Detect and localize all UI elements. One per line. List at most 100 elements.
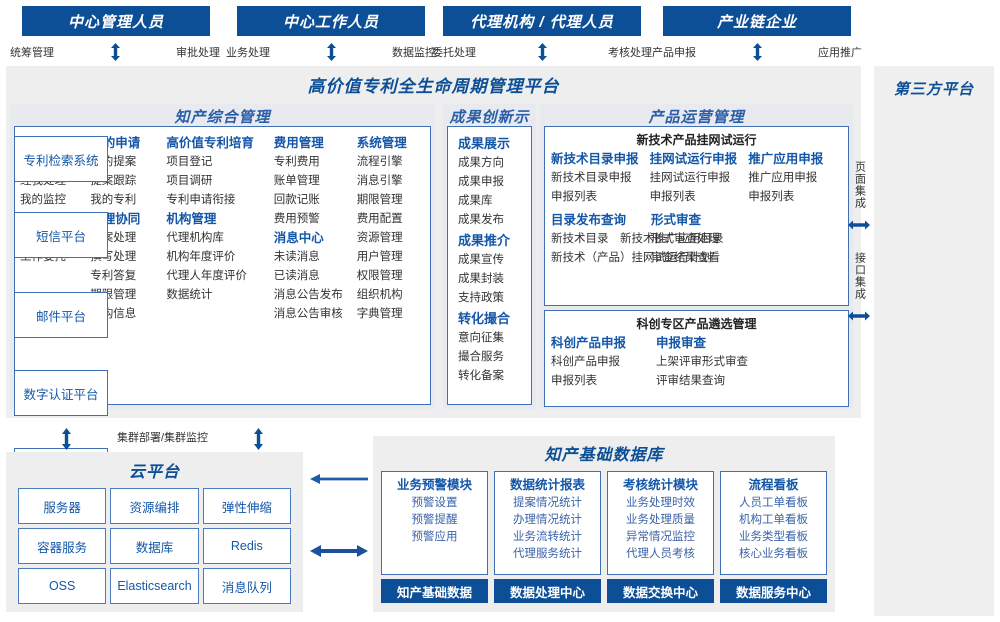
col-item[interactable]: 转化备案 — [458, 370, 504, 382]
col-item[interactable]: 费用配置 — [356, 213, 403, 225]
col-item[interactable]: 推广应用申报 — [748, 172, 818, 184]
db-footer-processing-center[interactable]: 数据处理中心 — [494, 579, 601, 603]
col-item[interactable]: 撮合服务 — [458, 351, 504, 363]
col-item[interactable]: 消息公告发布 — [273, 289, 343, 301]
cloud-cell-message-queue[interactable]: 消息队列 — [202, 568, 291, 604]
col-item[interactable]: 意向征集 — [458, 332, 504, 344]
role-header-1[interactable]: 中心工作人员 — [237, 6, 425, 36]
db-footer-exchange-center[interactable]: 数据交换中心 — [607, 579, 714, 603]
col-item[interactable]: 字典管理 — [356, 308, 403, 320]
col-item[interactable]: 申报列表 — [748, 191, 795, 203]
col-head[interactable]: 新技术目录申报 — [551, 152, 639, 166]
col-head[interactable]: 系统管理 — [356, 136, 407, 150]
col-item[interactable]: 挂网试运行申报 — [649, 172, 731, 184]
db-item[interactable]: 预警提醒 — [411, 514, 458, 526]
col-item[interactable]: 成果申报 — [458, 176, 504, 188]
col-item[interactable]: 专利答复 — [90, 270, 137, 282]
col-item[interactable]: 科创产品申报 — [551, 356, 620, 368]
col-item[interactable]: 账单管理 — [273, 175, 320, 187]
col-item[interactable]: 组织机构 — [356, 289, 403, 301]
db-head[interactable]: 考核统计模块 — [622, 478, 698, 492]
db-item[interactable]: 业务流转统计 — [513, 531, 582, 543]
col-item[interactable]: 用户管理 — [356, 251, 403, 263]
cloud-cell-oss[interactable]: OSS — [18, 568, 107, 604]
col-head[interactable]: 挂网试运行申报 — [649, 152, 738, 166]
db-head[interactable]: 业务预警模块 — [396, 478, 472, 492]
db-item[interactable]: 核心业务看板 — [739, 548, 808, 560]
col-head[interactable]: 转化撮合 — [458, 311, 511, 326]
db-item[interactable]: 异常情况监控 — [626, 531, 695, 543]
db-item[interactable]: 人员工单看板 — [739, 497, 808, 509]
col-item[interactable]: 消息引擎 — [356, 175, 403, 187]
col-item[interactable]: 形式审查处理 — [651, 233, 720, 245]
db-item[interactable]: 预警设置 — [411, 497, 458, 509]
col-item[interactable]: 专利申请衔接 — [166, 194, 236, 206]
cloud-cell-container-service[interactable]: 容器服务 — [18, 528, 107, 564]
col-head[interactable]: 高价值专利培育 — [166, 136, 254, 150]
col-item[interactable]: 数据统计 — [166, 289, 213, 301]
col-item[interactable]: 我的专利 — [90, 194, 137, 206]
col-item[interactable]: 代理机构库 — [166, 232, 224, 244]
db-item[interactable]: 提案情况统计 — [513, 497, 582, 509]
col-head[interactable]: 推广应用申报 — [748, 152, 824, 166]
third-party-item-email[interactable]: 邮件平台 — [14, 292, 108, 338]
db-item[interactable]: 业务处理质量 — [626, 514, 695, 526]
role-header-3[interactable]: 产业链企业 — [663, 6, 851, 36]
col-item[interactable]: 申报列表 — [551, 191, 597, 203]
col-item[interactable]: 成果库 — [458, 195, 493, 207]
cloud-cell-resource-orchestration[interactable]: 资源编排 — [110, 488, 199, 524]
third-party-item-sms[interactable]: 短信平台 — [14, 212, 108, 258]
role-header-0[interactable]: 中心管理人员 — [22, 6, 210, 36]
col-item[interactable]: 上架评审形式审查 — [656, 356, 748, 368]
col-item[interactable]: 已读消息 — [273, 270, 320, 282]
col-item[interactable]: 申报列表 — [551, 375, 597, 387]
col-item[interactable]: 专利费用 — [273, 156, 320, 168]
col-item[interactable]: 申报列表 — [649, 191, 696, 203]
col-item[interactable]: 项目登记 — [166, 156, 213, 168]
col-item[interactable]: 我的监控 — [20, 194, 66, 206]
db-item[interactable]: 预警应用 — [411, 531, 458, 543]
col-item[interactable]: 新技术（产品）挂网试运行计划 — [551, 252, 712, 264]
db-head[interactable]: 数据统计报表 — [509, 478, 585, 492]
third-party-item-digital-cert[interactable]: 数字认证平台 — [14, 370, 108, 416]
col-item[interactable]: 项目调研 — [166, 175, 213, 187]
cloud-cell-redis[interactable]: Redis — [202, 528, 291, 564]
db-item[interactable]: 办理情况统计 — [513, 514, 582, 526]
col-item[interactable]: 消息公告审核 — [273, 308, 343, 320]
col-head[interactable]: 成果展示 — [458, 136, 511, 151]
col-head[interactable]: 成果推介 — [458, 233, 511, 248]
db-head[interactable]: 流程看板 — [748, 478, 799, 492]
cloud-cell-elastic-scaling[interactable]: 弹性伸缩 — [202, 488, 291, 524]
col-item[interactable]: 资源管理 — [356, 232, 403, 244]
col-item[interactable]: 新技术目录申报 — [551, 172, 632, 184]
col-head[interactable]: 机构管理 — [166, 212, 217, 226]
db-footer-service-center[interactable]: 数据服务中心 — [720, 579, 827, 603]
cloud-cell-server[interactable]: 服务器 — [18, 488, 107, 524]
cloud-cell-elasticsearch[interactable]: Elasticsearch — [110, 568, 199, 604]
col-item[interactable]: 未读消息 — [273, 251, 320, 263]
col-item[interactable]: 成果方向 — [458, 157, 504, 169]
col-item[interactable]: 成果发布 — [458, 214, 504, 226]
col-head[interactable]: 申报审查 — [656, 336, 707, 350]
col-item[interactable]: 流程引擎 — [356, 156, 403, 168]
col-item[interactable]: 期限管理 — [356, 194, 403, 206]
col-head[interactable]: 科创产品申报 — [551, 336, 627, 350]
col-head[interactable]: 消息中心 — [273, 231, 324, 245]
db-item[interactable]: 业务处理时效 — [626, 497, 695, 509]
db-item[interactable]: 机构工单看板 — [739, 514, 808, 526]
db-item[interactable]: 代理人员考核 — [626, 548, 695, 560]
col-head[interactable]: 目录发布查询 — [551, 213, 627, 227]
db-footer-base-data[interactable]: 知产基础数据 — [381, 579, 488, 603]
col-item[interactable]: 评审结果查询 — [656, 375, 725, 387]
third-party-item-patent-search[interactable]: 专利检索系统 — [14, 136, 108, 182]
col-head[interactable]: 形式审查 — [651, 213, 702, 227]
col-item[interactable]: 回款记账 — [273, 194, 320, 206]
col-item[interactable]: 新技术目录 新技术推广应用目录 — [551, 233, 724, 245]
db-item[interactable]: 代理服务统计 — [513, 548, 582, 560]
col-item[interactable]: 成果宣传 — [458, 254, 504, 266]
col-item[interactable]: 费用预警 — [273, 213, 320, 225]
role-header-2[interactable]: 代理机构 / 代理人员 — [443, 6, 641, 36]
cloud-cell-database[interactable]: 数据库 — [110, 528, 199, 564]
col-item[interactable]: 审查结果查看 — [651, 252, 720, 264]
col-head[interactable]: 费用管理 — [273, 136, 324, 150]
